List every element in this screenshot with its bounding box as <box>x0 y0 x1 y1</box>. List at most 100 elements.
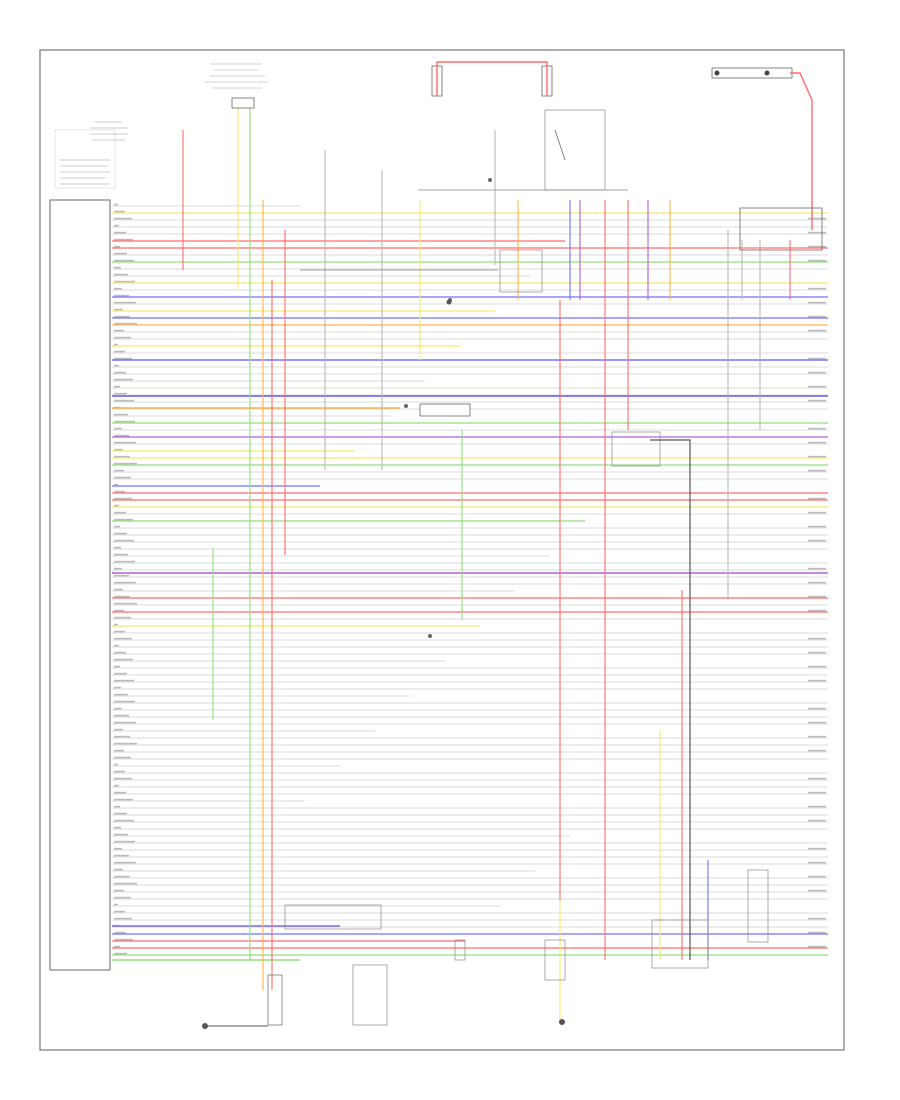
harness-wires <box>112 205 828 961</box>
right-wire-label <box>808 287 826 290</box>
right-wire-label <box>808 861 826 864</box>
ecm-pin-label <box>114 763 118 766</box>
right-wire-label <box>808 805 826 808</box>
ecm-pin-label <box>114 700 135 703</box>
right-wire-label <box>808 245 826 248</box>
ecm-pin-label <box>114 756 131 759</box>
ecm-pin-label <box>114 420 135 423</box>
right-wire-labels <box>808 217 826 948</box>
ecm-pin-label <box>114 798 133 801</box>
ecm-pin-label <box>114 231 126 234</box>
right-wire-label <box>808 301 826 304</box>
ecm-pin-label <box>114 861 136 864</box>
ecm-pin-label <box>114 889 124 892</box>
ecm-pin-label <box>114 308 123 311</box>
ecm-pin-label <box>114 224 119 227</box>
ecm-pin-label <box>114 203 118 206</box>
ecm-pin-label <box>114 588 123 591</box>
right-wire-label <box>808 875 826 878</box>
ecm-pin-label <box>114 385 120 388</box>
diagram-frame <box>39 49 845 1051</box>
top-fuse-relay <box>431 61 553 97</box>
ecm-pin-label <box>114 343 118 346</box>
ecm-pin-label <box>114 413 128 416</box>
ecm-pin-label <box>114 637 132 640</box>
ecm-pin-label <box>114 574 129 577</box>
ecm-pin-label <box>114 357 132 360</box>
ecm-pin-label <box>114 707 122 710</box>
ecm-pin-label <box>114 840 135 843</box>
ecm-pin-label <box>114 742 137 745</box>
ecm-pin-label <box>114 560 135 563</box>
ecm-pin-label <box>114 595 130 598</box>
bottom-left-sensor <box>267 904 388 1026</box>
ecm-pin-label <box>114 280 135 283</box>
ecm-pin-label <box>114 378 133 381</box>
ecm-pin-label <box>114 917 132 920</box>
right-wire-label <box>808 707 826 710</box>
ecm-pin-label <box>114 350 125 353</box>
ecm-pin-label <box>114 896 131 899</box>
ecm-pin-label <box>114 665 120 668</box>
right-wire-label <box>808 847 826 850</box>
ecm-pin-label <box>114 427 122 430</box>
right-wire-label <box>808 329 826 332</box>
ecm-pin-label <box>114 672 127 675</box>
ecm-pin-label <box>114 952 127 955</box>
right-wire-label <box>808 609 826 612</box>
ecm-pin-label <box>114 714 129 717</box>
right-wire-label <box>808 595 826 598</box>
ecm-pin-label <box>114 259 134 262</box>
vertical-wires <box>182 108 791 1020</box>
ecm-pin-label <box>114 693 128 696</box>
ecm-pin-label <box>114 245 120 248</box>
ecm-pin-label <box>114 546 121 549</box>
ecm-pin-labels <box>114 203 137 955</box>
ecm-pin-label <box>114 735 130 738</box>
ecm-pin-label <box>114 476 131 479</box>
battery-symbol <box>711 67 813 230</box>
ecm-pin-label <box>114 553 128 556</box>
right-wire-label <box>808 819 826 822</box>
ecm-pin-label <box>114 854 129 857</box>
right-wire-label <box>808 777 826 780</box>
bottom-mid-sensor <box>454 939 566 981</box>
right-wire-label <box>808 721 826 724</box>
ecm-pin-label <box>114 602 137 605</box>
right-wire-label <box>808 581 826 584</box>
ecm-pin-label <box>114 784 119 787</box>
right-wire-label <box>808 455 826 458</box>
ecm-pin-label <box>114 455 130 458</box>
ecm-pin-label <box>114 833 128 836</box>
ecm-pin-label <box>114 217 132 220</box>
ground-symbol-top <box>446 299 452 305</box>
ecm-pin-label <box>114 770 125 773</box>
right-wire-label <box>808 637 826 640</box>
right-wire-label <box>808 469 826 472</box>
right-wire-label <box>808 259 826 262</box>
ecm-pin-label <box>114 686 121 689</box>
ecm-pin-label <box>114 469 124 472</box>
ecm-pin-label <box>114 791 126 794</box>
ecm-pin-label <box>114 826 121 829</box>
right-wire-label <box>808 735 826 738</box>
ecm-pin-label <box>114 497 132 500</box>
top-left-sensor-connector <box>205 63 268 109</box>
ecm-pin-label <box>114 882 137 885</box>
ecm-pin-label <box>114 518 133 521</box>
ecm-pin-label <box>114 483 118 486</box>
right-wire-label <box>808 567 826 570</box>
ecm-pin-label <box>114 434 129 437</box>
ecm-pin-label <box>114 651 126 654</box>
ground-symbol-bottom-left <box>202 1023 268 1029</box>
ecm-pin-label <box>114 315 130 318</box>
ecm-pin-label <box>114 490 125 493</box>
ecm-pin-label <box>114 441 136 444</box>
right-wire-label <box>808 679 826 682</box>
right-wire-label <box>808 749 826 752</box>
ecm-pin-label <box>114 504 119 507</box>
mid-connector-1 <box>404 403 471 417</box>
ecm-pin-label <box>114 721 136 724</box>
ecm-pin-label <box>114 336 131 339</box>
